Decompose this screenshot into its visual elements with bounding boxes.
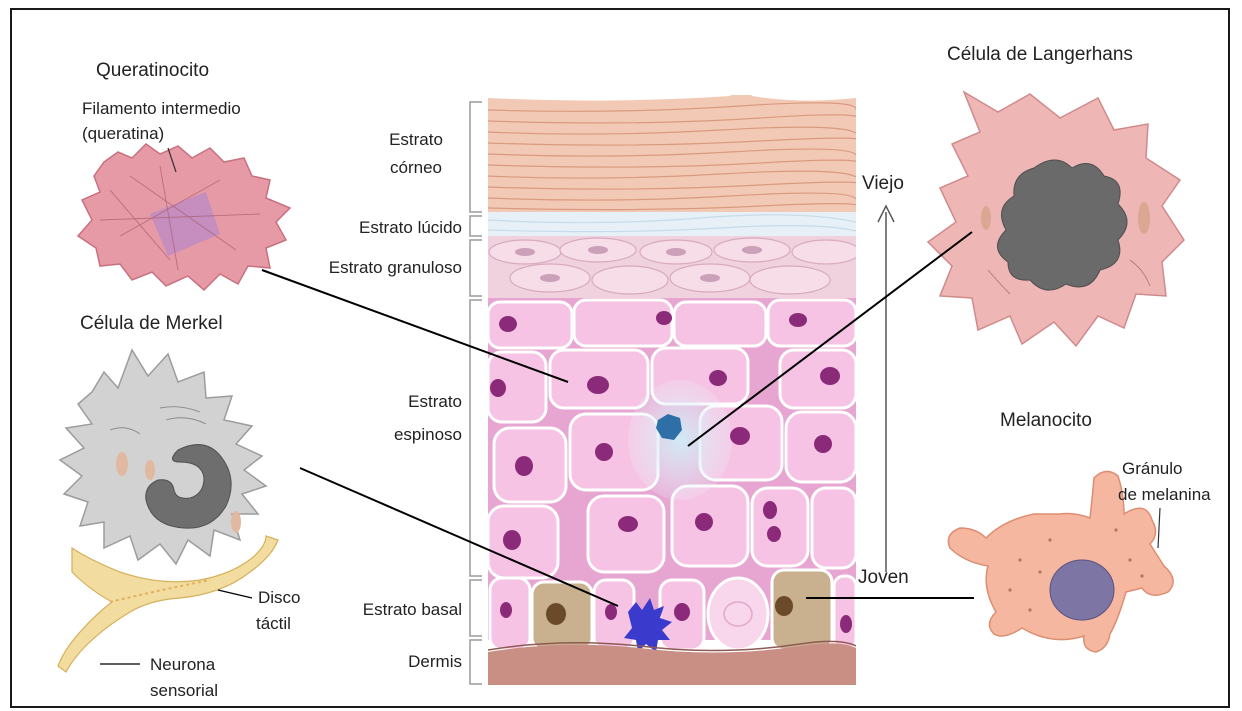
- label-estrato-basal: Estrato basal: [300, 600, 462, 620]
- label-estrato-espinoso-1: Estrato: [370, 392, 462, 412]
- title-melanocito: Melanocito: [1000, 410, 1092, 432]
- stratum-basale: [488, 570, 856, 652]
- queratinocito-illustration: [78, 144, 290, 290]
- label-estrato-corneo-2: córneo: [370, 158, 462, 178]
- stratum-corneum: [488, 84, 863, 212]
- epidermis-section: [488, 84, 863, 690]
- layer-brackets: [470, 102, 482, 684]
- label-disco: Disco: [258, 588, 301, 608]
- title-queratinocito: Queratinocito: [96, 60, 209, 82]
- label-dermis: Dermis: [340, 652, 462, 672]
- label-tactil: táctil: [256, 614, 291, 634]
- label-joven: Joven: [858, 567, 909, 589]
- title-merkel: Célula de Merkel: [80, 313, 223, 335]
- stratum-spinosum: [488, 298, 856, 580]
- stratum-lucidum: [488, 212, 856, 236]
- label-granulo: Gránulo: [1122, 459, 1182, 479]
- dermis-layer: [488, 641, 856, 690]
- label-estrato-granuloso: Estrato granuloso: [270, 258, 462, 278]
- title-langerhans: Célula de Langerhans: [947, 44, 1133, 66]
- label-filamento-intermedio: Filamento intermedio: [82, 99, 241, 119]
- stratum-granulosum: [488, 236, 860, 298]
- age-arrow: [878, 206, 894, 572]
- label-estrato-espinoso-2: espinoso: [366, 425, 462, 445]
- langerhans-cell-illustration: [928, 92, 1184, 346]
- label-neurona: Neurona: [150, 655, 215, 675]
- label-viejo: Viejo: [862, 173, 904, 195]
- merkel-cell-illustration: [58, 350, 278, 672]
- label-de-melanina: de melanina: [1118, 485, 1211, 505]
- label-queratina: (queratina): [82, 124, 164, 144]
- label-sensorial: sensorial: [150, 681, 218, 701]
- label-estrato-lucido: Estrato lúcido: [300, 218, 462, 238]
- label-estrato-corneo-1: Estrato: [370, 130, 462, 150]
